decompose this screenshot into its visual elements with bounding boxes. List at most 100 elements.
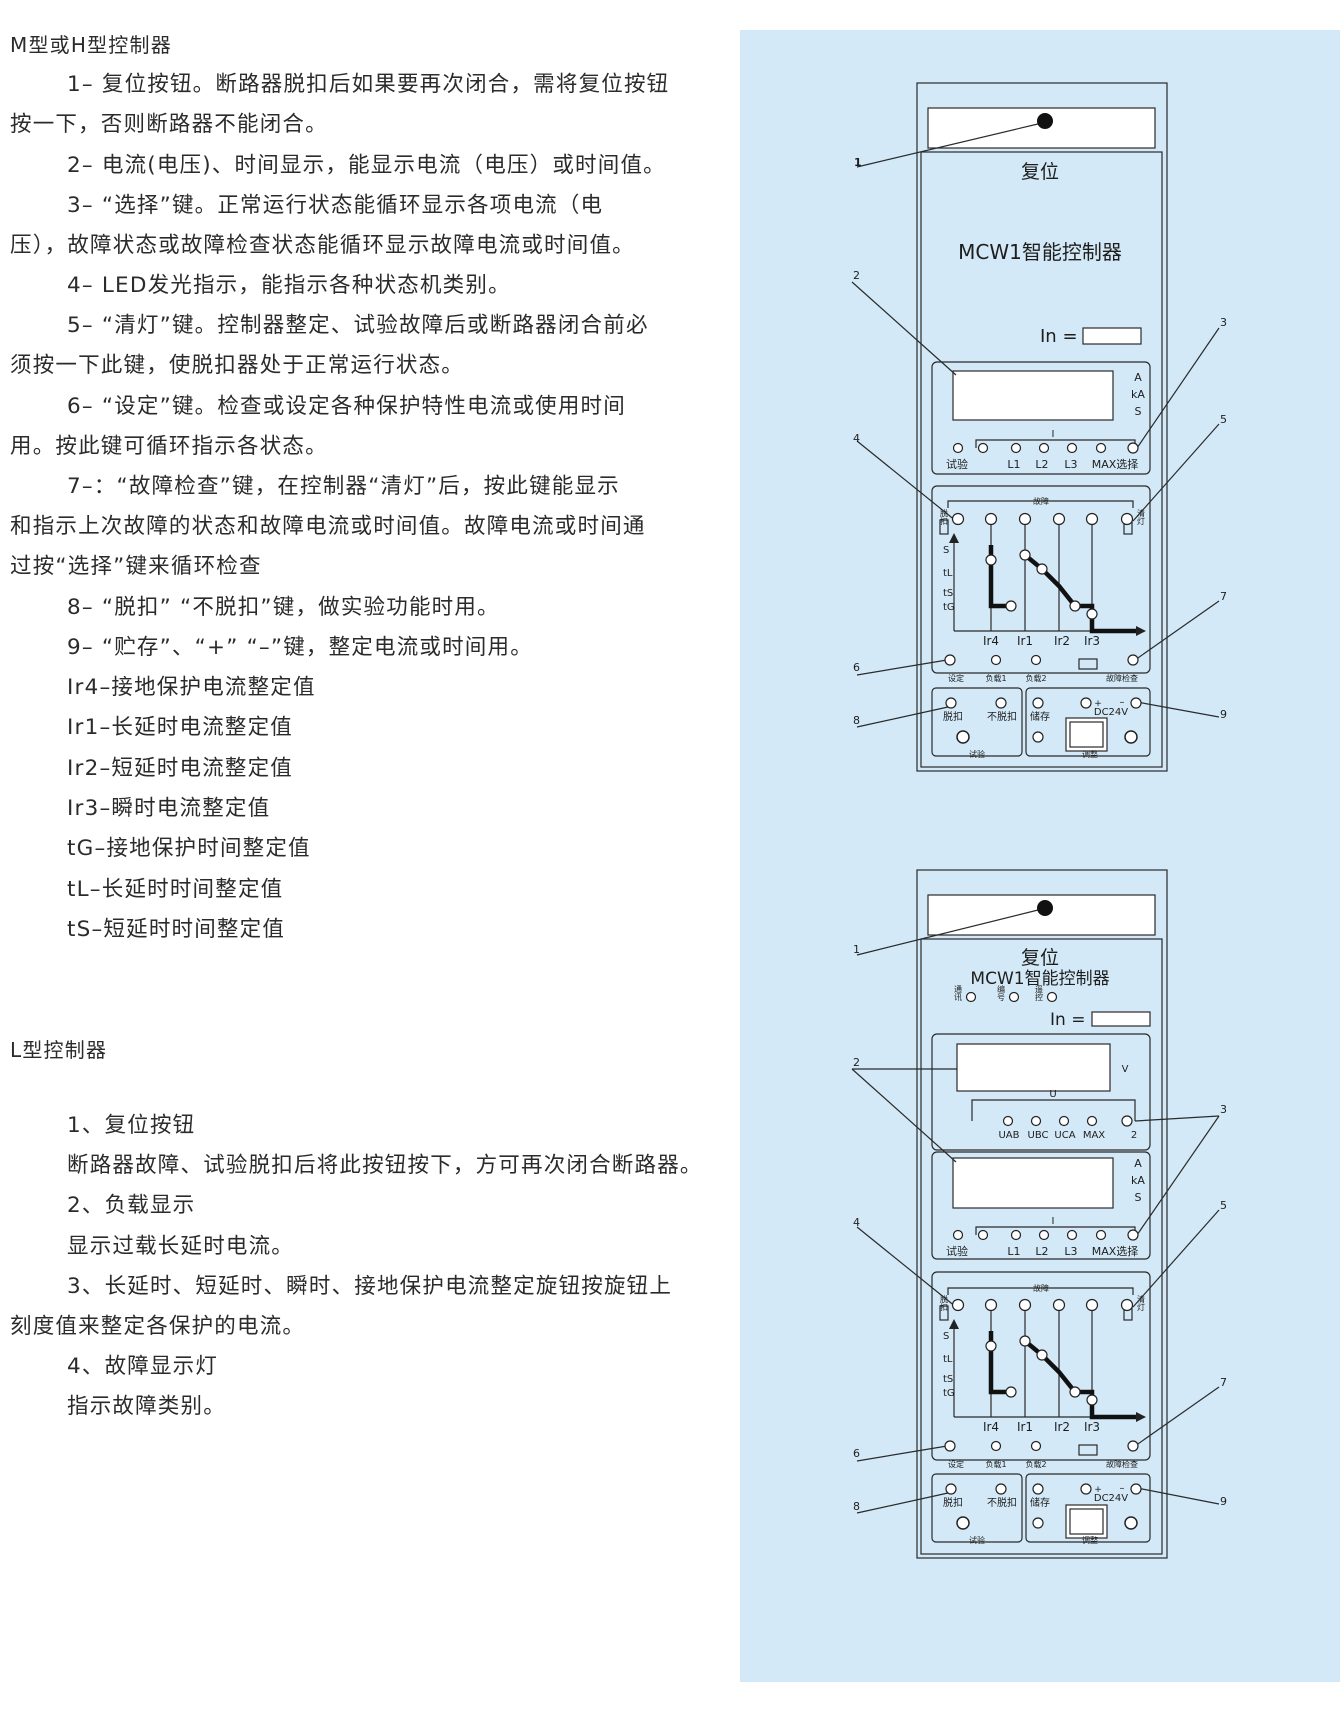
- curve-node: [985, 554, 997, 566]
- ir3-label: Ir3: [1084, 634, 1100, 648]
- trip-v-label: 脱扣: [940, 508, 949, 526]
- reset-button[interactable]: [1037, 900, 1053, 916]
- uca-led: [1058, 1115, 1070, 1127]
- clear-button[interactable]: [1120, 1298, 1134, 1312]
- test-panel: [931, 687, 1023, 757]
- voltage-display: [956, 1043, 1111, 1092]
- callout-7: 7: [1220, 590, 1227, 603]
- fault-panel: [931, 485, 1151, 674]
- leader-line: [856, 659, 948, 676]
- fault-check-button[interactable]: [1127, 1440, 1139, 1452]
- plus-button[interactable]: [1080, 697, 1092, 709]
- umax-label: MAX: [1083, 1130, 1105, 1141]
- leader-line: [856, 440, 957, 522]
- trip-led: [951, 1298, 965, 1312]
- controller-diagram-h: 复位 MCW1智能控制器 通讯 编号 遥控 In = V U UAB UBC U…: [851, 869, 1227, 1559]
- leader-line: [851, 1068, 957, 1163]
- i-bracket: [975, 439, 1136, 448]
- ir1-label: Ir1: [1017, 1420, 1033, 1434]
- l-line: 刻度值来整定各保护的电流。: [10, 1314, 306, 1339]
- m-line: 5– “清灯”键。控制器整定、试验故障后或断路器闭合前必: [67, 313, 649, 338]
- diagram-panel: [740, 30, 1340, 1682]
- leader-line: [1134, 1115, 1220, 1122]
- u-label: U: [1049, 1089, 1056, 1100]
- fault-panel: [931, 1271, 1151, 1461]
- callout-3: 3: [1220, 1103, 1227, 1116]
- axis-tg-label: tG: [943, 1388, 955, 1399]
- minus-label: –: [1120, 697, 1125, 708]
- test-knob[interactable]: [956, 730, 970, 744]
- minus-label: –: [1120, 1483, 1125, 1494]
- m-line: tL–长延时时间整定值: [67, 877, 284, 902]
- l1-led: [1010, 1229, 1022, 1241]
- axis-tl-label: tL: [943, 568, 953, 579]
- reset-button[interactable]: [1037, 113, 1053, 129]
- m-line: Ir1–长延时电流整定值: [67, 715, 294, 740]
- trip-button[interactable]: [945, 1483, 957, 1495]
- u-select-button[interactable]: [1121, 1115, 1133, 1127]
- y-axis-arrow: [949, 1319, 959, 1329]
- l2-led: [1038, 1229, 1050, 1241]
- store-button[interactable]: [1032, 1483, 1044, 1495]
- adjust-panel: [1025, 687, 1151, 757]
- test-panel-label: 试验: [969, 1535, 985, 1545]
- m-section-heading: M型或H型控制器: [10, 33, 172, 57]
- fault-led-ir1: [1018, 512, 1032, 526]
- l-section-heading: L型控制器: [10, 1038, 108, 1062]
- fault-check-button[interactable]: [1127, 654, 1139, 666]
- set-button[interactable]: [944, 654, 956, 666]
- test-label: 试验: [946, 1244, 968, 1258]
- m-line: 8– “脱扣” “不脱扣”键，做实验功能时用。: [67, 595, 500, 620]
- ir4-label: Ir4: [983, 1420, 999, 1434]
- no-trip-button[interactable]: [995, 1483, 1007, 1495]
- unit-ka: kA: [1131, 1174, 1145, 1187]
- set-button[interactable]: [944, 1440, 956, 1452]
- select-button[interactable]: [1127, 1229, 1139, 1241]
- plus-label: +: [1094, 1485, 1102, 1495]
- load2-led: [1030, 654, 1042, 666]
- fault-check-indicator: [1078, 1444, 1098, 1456]
- adjust-knob[interactable]: [1124, 1516, 1138, 1530]
- controller-outline: [916, 82, 1168, 772]
- in-rating-box: [1082, 327, 1142, 345]
- load1-label: 负载1: [985, 1459, 1006, 1469]
- m-line: 须按一下此键，使脱扣器处于正常运行状态。: [10, 353, 465, 378]
- fault-led-ir4: [984, 1298, 998, 1312]
- minus-button[interactable]: [1130, 1483, 1142, 1495]
- clear-button[interactable]: [1120, 512, 1134, 526]
- uab-label: UAB: [998, 1130, 1019, 1141]
- ir3-label: Ir3: [1084, 1420, 1100, 1434]
- plus-button[interactable]: [1080, 1483, 1092, 1495]
- trip-led-box: [939, 519, 949, 535]
- set-label: 设定: [948, 1459, 964, 1469]
- load1-label: 负载1: [985, 673, 1006, 683]
- store-button[interactable]: [1032, 697, 1044, 709]
- l1-label: L1: [1007, 1245, 1020, 1258]
- m-line: 3– “选择”键。正常运行状态能循环显示各项电流（电: [67, 193, 604, 218]
- ir2-label: Ir2: [1054, 1420, 1070, 1434]
- number-label: 编号: [997, 984, 1006, 1002]
- axis-tg-label: tG: [943, 602, 955, 613]
- fault-label: 故障: [1033, 496, 1049, 506]
- model-label: MCW1智能控制器: [958, 240, 1122, 264]
- i-label: I: [1052, 1216, 1055, 1227]
- callout-8: 8: [853, 714, 860, 727]
- curve-node: [1036, 1349, 1048, 1361]
- test-panel-label: 试验: [969, 749, 985, 759]
- fault-check-label: 故障检查: [1106, 673, 1138, 683]
- test-knob[interactable]: [956, 1516, 970, 1530]
- minus-button[interactable]: [1130, 697, 1142, 709]
- fault-bracket: [947, 500, 1134, 508]
- display-panel: [931, 361, 1151, 475]
- load2-label: 负载2: [1025, 673, 1046, 683]
- adjust-knob[interactable]: [1124, 730, 1138, 744]
- select-button[interactable]: [1127, 442, 1139, 454]
- no-trip-button[interactable]: [995, 697, 1007, 709]
- trip-button[interactable]: [945, 697, 957, 709]
- unit-s: S: [1135, 1191, 1142, 1204]
- axis-s-label: S: [943, 1331, 949, 1342]
- l3-led: [1066, 442, 1078, 454]
- front-plate: [920, 151, 1163, 768]
- callout-4: 4: [853, 1216, 860, 1229]
- comm-led: [965, 991, 977, 1003]
